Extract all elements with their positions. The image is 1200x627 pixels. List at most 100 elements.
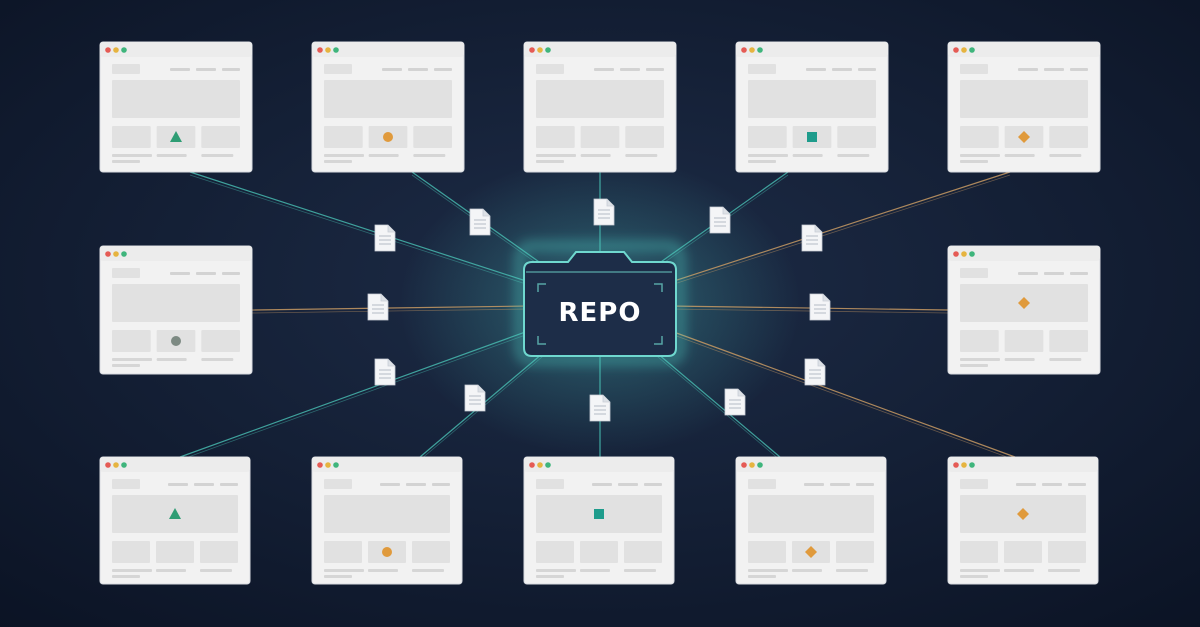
corner-mark [654, 336, 663, 345]
nav-link-placeholder [170, 272, 190, 275]
browser-window-9 [311, 456, 463, 585]
footer-line [201, 358, 234, 361]
nav-link-placeholder [1016, 483, 1036, 486]
nav-link-placeholder [594, 68, 614, 71]
footer-line [112, 358, 152, 361]
window-dot-icon [121, 251, 127, 257]
nav-link-placeholder [170, 68, 190, 71]
footer-line [625, 154, 658, 157]
window-dot-icon [741, 462, 747, 468]
footer-line [960, 364, 988, 367]
hub-glow-ring [516, 242, 684, 364]
footer-line [960, 154, 1000, 157]
document-page [804, 358, 826, 386]
logo-placeholder [536, 479, 564, 489]
hero-block [536, 80, 664, 118]
hero-block [748, 495, 874, 533]
logo-placeholder [112, 64, 140, 74]
window-dot-icon [961, 251, 967, 257]
window-dot-icon [757, 462, 763, 468]
nav-link-placeholder [380, 483, 400, 486]
document-fold [737, 389, 745, 397]
footer-line [324, 160, 352, 163]
window-titlebar [524, 457, 674, 472]
card-block [201, 330, 240, 352]
footer-line [112, 575, 140, 578]
document-fold [477, 385, 485, 393]
card-block [836, 541, 874, 563]
footer-line [960, 575, 988, 578]
footer-line [112, 160, 140, 163]
repo-hub [516, 242, 684, 364]
browser-window-11 [735, 456, 887, 585]
document-page [593, 198, 615, 226]
footer-line [748, 575, 776, 578]
document-fold [380, 294, 388, 302]
document-icon [469, 208, 491, 236]
corner-mark [654, 283, 663, 292]
window-titlebar [736, 42, 888, 57]
card-block [156, 541, 194, 563]
nav-link-placeholder [382, 68, 402, 71]
document-icon [374, 224, 396, 252]
footer-line [836, 569, 868, 572]
browser-window-2 [311, 41, 465, 173]
footer-line [368, 569, 398, 572]
footer-line [792, 569, 822, 572]
footer-line [748, 160, 776, 163]
window-dot-icon [969, 251, 975, 257]
footer-line [536, 154, 576, 157]
footer-line [324, 154, 364, 157]
window-dot-icon [953, 47, 959, 53]
hero-block [112, 284, 240, 322]
document-fold [817, 359, 825, 367]
window-titlebar [312, 42, 464, 57]
window-dot-icon [961, 47, 967, 53]
window-dot-icon [749, 47, 755, 53]
window-dot-icon [741, 47, 747, 53]
footer-line [112, 569, 152, 572]
footer-line [1004, 154, 1035, 157]
diamond-icon [1018, 131, 1030, 143]
card-block [1004, 541, 1042, 563]
card-block [200, 541, 238, 563]
browser-window-1 [99, 41, 253, 173]
document-page [464, 384, 486, 412]
footer-line [792, 154, 823, 157]
browser-window-4 [735, 41, 889, 173]
footer-line [1049, 154, 1082, 157]
document-fold [814, 225, 822, 233]
footer-line [580, 154, 611, 157]
footer-line [1049, 358, 1082, 361]
card-block [412, 541, 450, 563]
nav-link-placeholder [1044, 272, 1064, 275]
nav-link-placeholder [220, 483, 238, 486]
diamond-icon [805, 546, 817, 558]
nav-link-placeholder [408, 68, 428, 71]
window-titlebar [100, 246, 252, 261]
window-dot-icon [537, 47, 543, 53]
footer-line [201, 154, 234, 157]
card-block [580, 541, 618, 563]
footer-line [960, 160, 988, 163]
footer-line [536, 569, 576, 572]
footer-line [1048, 569, 1080, 572]
card-block [580, 126, 620, 148]
card-block [748, 541, 786, 563]
card-block [1004, 330, 1044, 352]
logo-placeholder [960, 479, 988, 489]
footer-line [1004, 358, 1035, 361]
corner-mark [537, 336, 546, 345]
card-block [837, 126, 876, 148]
card-block [624, 541, 662, 563]
nav-link-placeholder [432, 483, 450, 486]
footer-line [368, 154, 399, 157]
window-titlebar [100, 42, 252, 57]
hero-block [324, 80, 452, 118]
card-block [536, 126, 575, 148]
nav-link-placeholder [858, 68, 876, 71]
window-dot-icon [537, 462, 543, 468]
document-fold [722, 207, 730, 215]
window-dot-icon [317, 47, 323, 53]
card-block [960, 330, 999, 352]
